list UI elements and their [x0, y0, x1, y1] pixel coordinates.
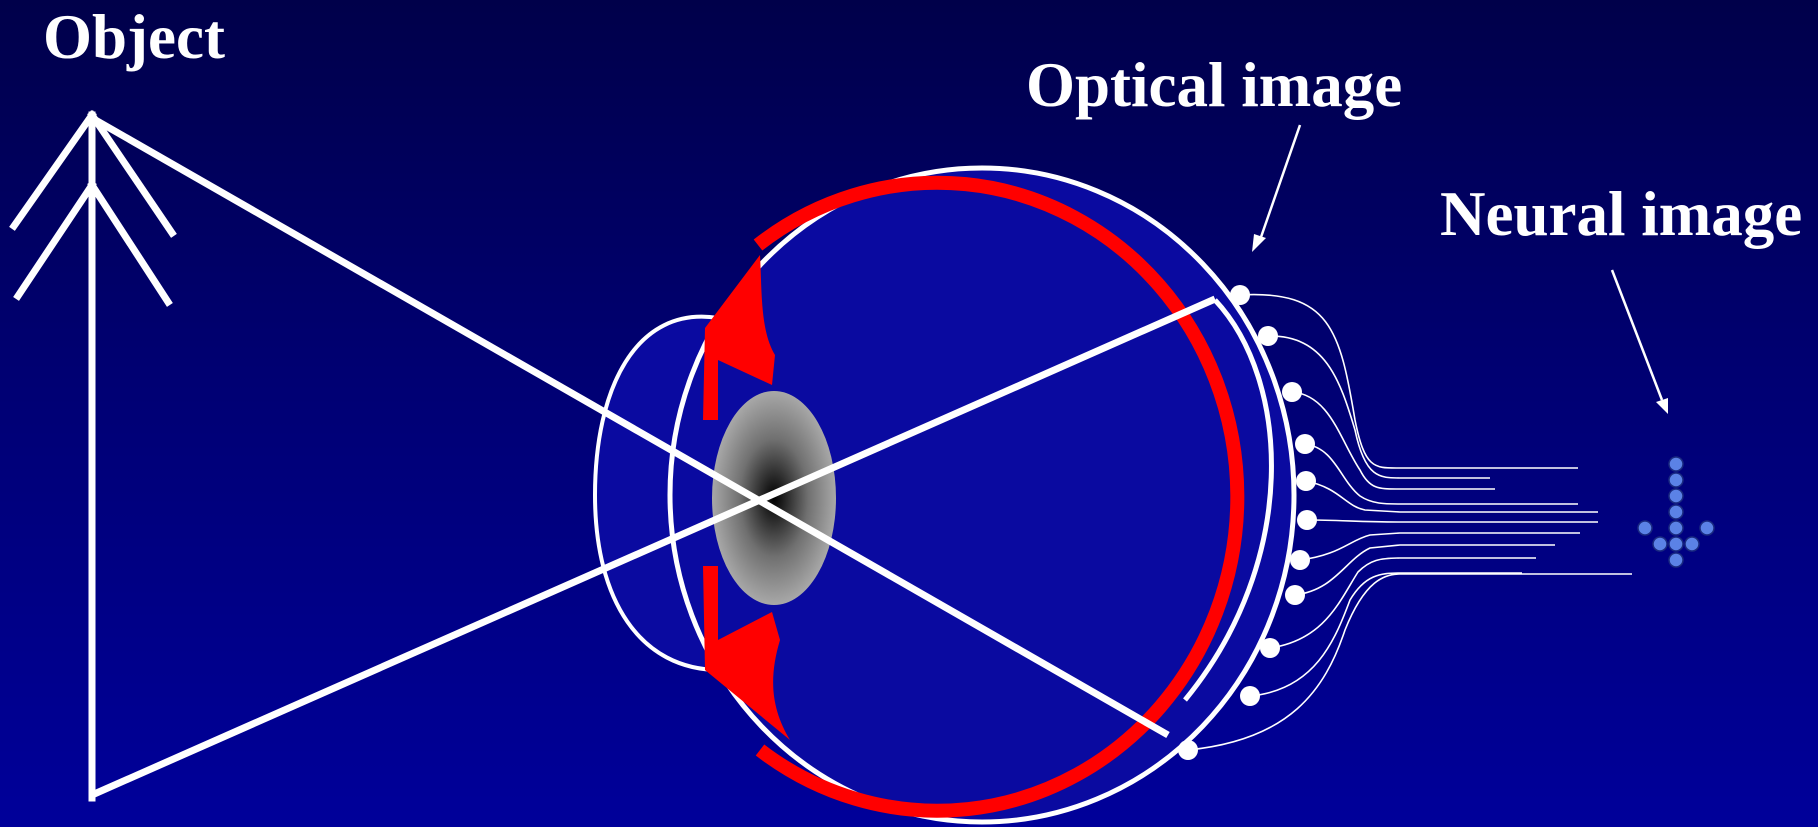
neural-image-label: Neural image	[1440, 179, 1803, 249]
iris-upper	[703, 255, 775, 420]
optical-image-pointer	[1252, 124, 1302, 252]
neural-image-dots	[1637, 456, 1715, 568]
retina-inner-edge	[1183, 298, 1274, 702]
lens	[712, 391, 836, 605]
object-label: Object	[43, 2, 225, 72]
neural-image-pointer	[1610, 269, 1668, 414]
iris-lower	[703, 566, 790, 740]
object-arrow	[9, 110, 177, 802]
photoreceptor-dots	[1178, 285, 1317, 760]
retina	[753, 175, 1245, 818]
optical-image-label: Optical image	[1026, 50, 1403, 120]
light-rays	[90, 114, 1217, 799]
nerve-fibers	[1187, 293, 1632, 751]
